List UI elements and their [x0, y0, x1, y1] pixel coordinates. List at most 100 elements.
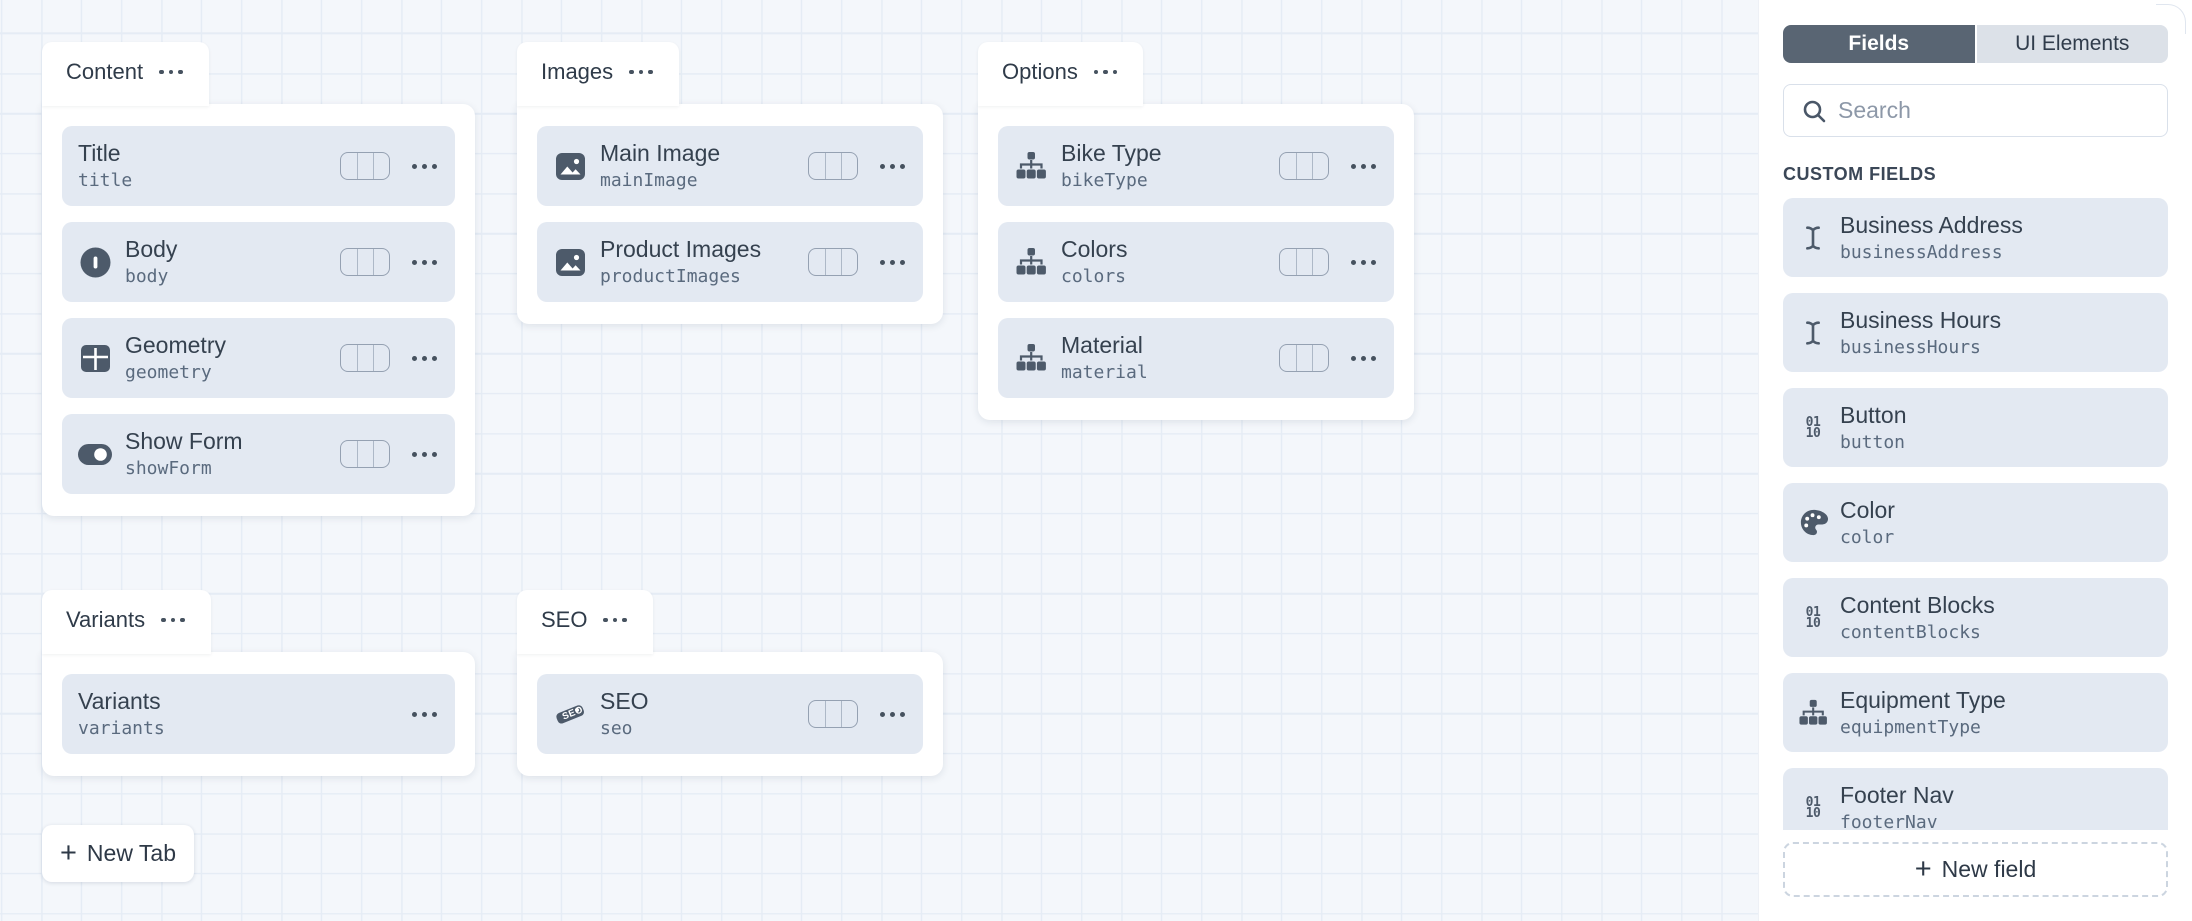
field-row-variants[interactable]: Variants variants [62, 674, 455, 754]
plus-icon: + [1914, 853, 1932, 885]
column-width-control[interactable] [808, 700, 858, 728]
field-machine-name: title [78, 170, 133, 191]
group-menu-icon[interactable] [161, 617, 185, 623]
field-label: Show Form [125, 428, 243, 454]
field-machine-name: businessHours [1840, 336, 1981, 358]
column-width-control[interactable] [1279, 248, 1329, 276]
group-tab-seo[interactable]: SEO [517, 590, 653, 654]
field-machine-name: productImages [600, 266, 741, 287]
field-row-geometry[interactable]: Geometry geometry [62, 318, 455, 398]
custom-field-equipment-type[interactable]: Equipment Type equipmentType [1783, 673, 2168, 752]
field-row-biketype[interactable]: Bike Type bikeType [998, 126, 1394, 206]
field-menu-icon[interactable] [412, 163, 437, 169]
field-row-material[interactable]: Material material [998, 318, 1394, 398]
field-machine-name: geometry [125, 362, 212, 383]
field-menu-icon[interactable] [880, 711, 905, 717]
field-row-showform[interactable]: Show Form showForm [62, 414, 455, 494]
group-card: Main Image mainImage Product Images prod… [517, 104, 943, 324]
field-label: Color [1840, 496, 1895, 523]
group-card: SEO SEO seo [517, 652, 943, 776]
field-row-colors[interactable]: Colors colors [998, 222, 1394, 302]
column-width-control[interactable] [808, 248, 858, 276]
group-seo: SEO SEO SEO seo [517, 590, 943, 776]
group-menu-icon[interactable] [629, 69, 653, 75]
field-label: Content Blocks [1840, 591, 1995, 618]
custom-field-business-hours[interactable]: Business Hours businessHours [1783, 293, 2168, 372]
custom-fields-heading: CUSTOM FIELDS [1783, 164, 1937, 184]
column-width-control[interactable] [1279, 152, 1329, 180]
field-machine-name: colors [1061, 266, 1127, 287]
new-tab-button[interactable]: + New Tab [42, 825, 194, 882]
new-tab-label: New Tab [86, 840, 176, 866]
group-menu-icon[interactable] [1093, 69, 1118, 75]
field-menu-icon[interactable] [412, 259, 437, 265]
field-row-body[interactable]: Body body [62, 222, 455, 302]
group-tab-options[interactable]: Options [978, 42, 1144, 106]
tree-icon [1014, 343, 1048, 373]
field-menu-icon[interactable] [412, 451, 437, 457]
group-tab-images[interactable]: Images [517, 42, 679, 106]
column-width-control[interactable] [808, 152, 858, 180]
sidebar-tabs: Fields UI Elements [1783, 25, 2168, 63]
column-width-control[interactable] [340, 440, 390, 468]
custom-field-color[interactable]: Color color [1783, 483, 2168, 562]
field-menu-icon[interactable] [1351, 163, 1376, 169]
group-images: Images Main Image mainImage P [517, 42, 943, 324]
plus-icon: + [59, 837, 77, 869]
group-content: Content Title title Body body [42, 42, 475, 516]
tree-icon [1014, 247, 1048, 277]
field-machine-name: button [1840, 431, 1906, 453]
field-label: Button [1840, 401, 1907, 428]
search-box[interactable] [1783, 84, 2168, 137]
field-machine-name: businessAddress [1840, 241, 2003, 263]
field-machine-name: seo [600, 718, 633, 739]
field-menu-icon[interactable] [1351, 355, 1376, 361]
field-label: Title [78, 140, 121, 166]
group-card: Bike Type bikeType Colors colors [978, 104, 1414, 420]
group-variants: Variants Variants variants [42, 590, 475, 776]
table-icon [78, 343, 112, 374]
field-label: Equipment Type [1840, 686, 2006, 713]
column-width-control[interactable] [340, 344, 390, 372]
custom-field-business-address[interactable]: Business Address businessAddress [1783, 198, 2168, 277]
search-input[interactable] [1838, 97, 2153, 124]
field-menu-icon[interactable] [880, 259, 905, 265]
fields-sidebar: Fields UI Elements CUSTOM FIELDS Busines… [1758, 0, 2192, 921]
field-label: Body [125, 236, 178, 262]
column-width-control[interactable] [1279, 344, 1329, 372]
group-tab-content[interactable]: Content [42, 42, 209, 106]
image-icon [553, 151, 587, 182]
group-tab-variants[interactable]: Variants [42, 590, 211, 654]
field-menu-icon[interactable] [1351, 259, 1376, 265]
custom-fields-list: Business Address businessAddress Busines… [1783, 198, 2168, 830]
field-row-seo[interactable]: SEO SEO seo [537, 674, 923, 754]
field-menu-icon[interactable] [880, 163, 905, 169]
new-field-button[interactable]: + New field [1783, 842, 2168, 897]
field-menu-icon[interactable] [412, 711, 437, 717]
field-menu-icon[interactable] [412, 355, 437, 361]
field-machine-name: mainImage [600, 170, 698, 191]
field-label: SEO [600, 688, 649, 714]
tree-icon [1797, 699, 1829, 727]
group-menu-icon[interactable] [159, 69, 183, 75]
column-width-control[interactable] [340, 248, 390, 276]
new-field-label: New field [1941, 856, 2037, 882]
field-machine-name: footerNav [1840, 811, 1938, 831]
tab-fields[interactable]: Fields [1783, 25, 1975, 63]
group-tab-label: Options [1002, 59, 1078, 84]
field-row-mainimage[interactable]: Main Image mainImage [537, 126, 923, 206]
group-menu-icon[interactable] [603, 617, 627, 623]
column-width-control[interactable] [340, 152, 390, 180]
field-label: Material [1061, 332, 1143, 358]
text-cursor-icon [1797, 222, 1829, 254]
text-cursor-icon [1797, 317, 1829, 349]
group-tab-label: Images [541, 59, 614, 84]
tab-ui-elements[interactable]: UI Elements [1976, 25, 2168, 63]
field-machine-name: contentBlocks [1840, 621, 1981, 643]
field-row-title[interactable]: Title title [62, 126, 455, 206]
field-row-productimages[interactable]: Product Images productImages [537, 222, 923, 302]
